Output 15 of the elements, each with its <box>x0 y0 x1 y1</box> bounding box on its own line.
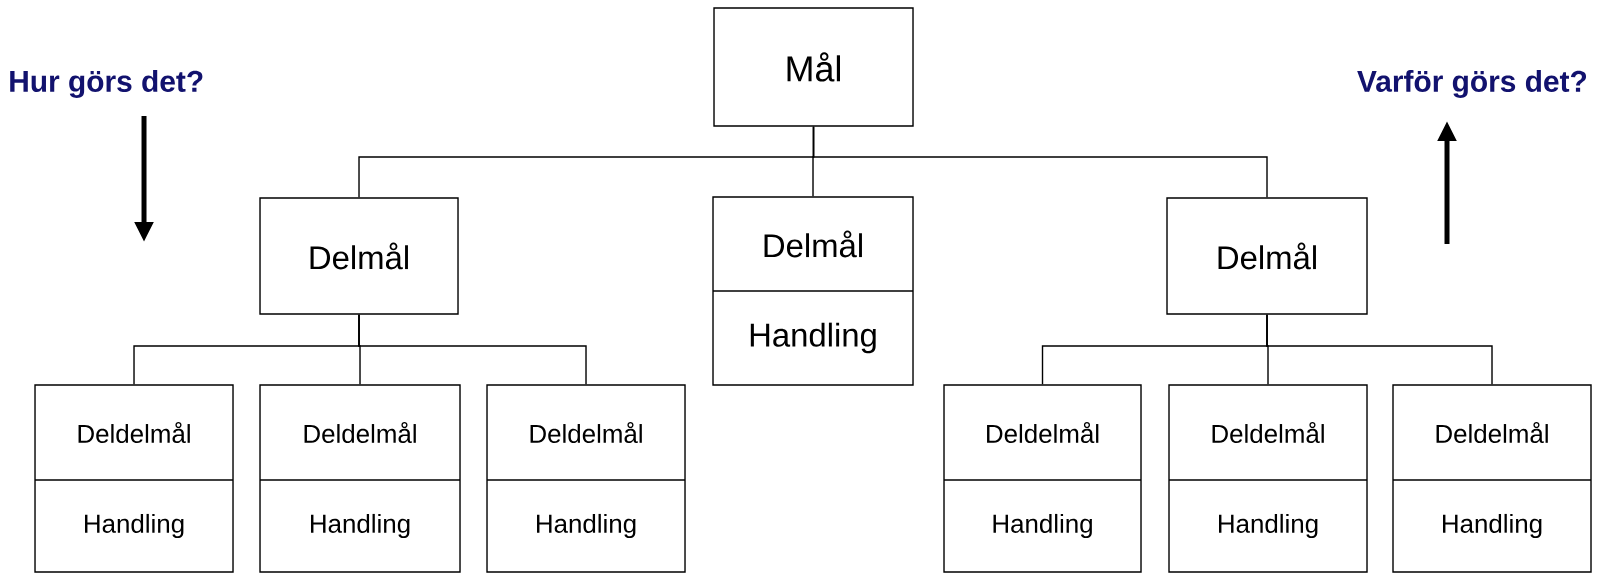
split-box: Deldelmål Handling <box>1392 384 1592 573</box>
split-box: Deldelmål Handling <box>259 384 461 573</box>
box: Delmål <box>1166 197 1368 315</box>
box: Mål <box>713 7 914 127</box>
split-box: Deldelmål Handling <box>486 384 686 573</box>
question-label: Varför görs det? <box>1357 70 1587 98</box>
connector <box>1266 314 1493 385</box>
connector <box>812 126 1268 198</box>
split-box: Delmål Handling <box>712 196 914 386</box>
connector <box>358 314 587 385</box>
box: Delmål <box>259 197 459 315</box>
split-box: Deldelmål Handling <box>943 384 1142 573</box>
split-box: Deldelmål Handling <box>1168 384 1368 573</box>
split-box: Deldelmål Handling <box>34 384 234 573</box>
question-label: Hur görs det? <box>10 70 203 98</box>
